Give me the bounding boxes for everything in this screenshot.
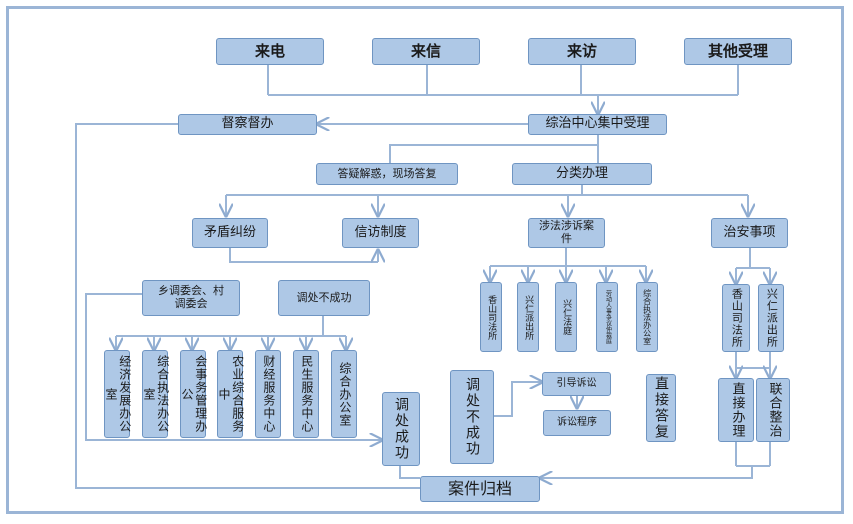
security-box: 治安事项 xyxy=(711,218,788,248)
dept-economy: 经济发展办公室 xyxy=(104,350,132,438)
direct-answer-box: 直接答复 xyxy=(646,374,676,442)
dispute-box: 矛盾纠纷 xyxy=(192,218,268,248)
central-box: 综治中心集中受理 xyxy=(528,114,667,135)
dept-social-affairs: 会事务管理办公 xyxy=(180,350,208,438)
guide-lawsuit-box: 引导诉讼 xyxy=(542,372,611,396)
direct-handle-box: 直接办理 xyxy=(718,378,754,442)
joint-action-box: 联合整治 xyxy=(756,378,790,442)
dept-agriculture: 农业综合服务中 xyxy=(217,350,245,438)
source-other: 其他受理 xyxy=(684,38,792,65)
legal-fail-box: 调处不成功 xyxy=(450,370,494,464)
mediation-success-box: 调处成功 xyxy=(382,392,420,466)
answer-box: 答疑解惑，现场答复 xyxy=(316,163,458,185)
dept-livelihood: 民生服务中心 xyxy=(293,350,319,438)
supervise-box: 督察督办 xyxy=(178,114,317,135)
dept-general-office: 综合办公室 xyxy=(331,350,357,438)
security-dept-police: 兴仁派出所 xyxy=(758,284,784,352)
legal-box: 涉法涉诉案件 xyxy=(528,218,605,248)
dept-finance: 财经服务中心 xyxy=(255,350,281,438)
legal-dept-arbitration: 劳动人事争议仲裁庭 xyxy=(596,282,618,352)
petition-box: 信访制度 xyxy=(342,218,419,248)
archive-box: 案件归档 xyxy=(420,476,540,502)
security-dept-xiangshan: 香山司法所 xyxy=(722,284,750,352)
source-visit: 来访 xyxy=(528,38,636,65)
lawsuit-procedure-box: 诉讼程序 xyxy=(543,410,611,436)
source-letter: 来信 xyxy=(372,38,480,65)
legal-dept-court: 兴仁法庭 xyxy=(555,282,577,352)
source-call: 来电 xyxy=(216,38,324,65)
legal-dept-enforcement: 综合执法办公室 xyxy=(636,282,658,352)
village-box: 乡调委会、村调委会 xyxy=(142,280,240,316)
diagram-frame xyxy=(6,6,844,514)
mediation-fail-box: 调处不成功 xyxy=(278,280,370,316)
legal-dept-xiangshan: 香山司法所 xyxy=(480,282,502,352)
classify-box: 分类办理 xyxy=(512,163,652,185)
dept-enforcement: 综合执法办公室 xyxy=(142,350,170,438)
legal-dept-police: 兴仁派出所 xyxy=(517,282,539,352)
